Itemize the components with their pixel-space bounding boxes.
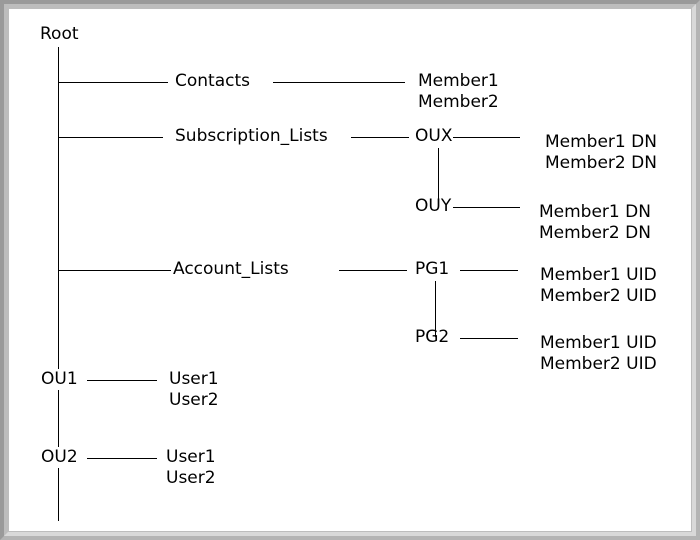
node-ou2: OU2	[38, 447, 81, 468]
node-ouy: OUY	[415, 196, 452, 216]
connector-pg2-to-members	[460, 338, 518, 339]
leaf-line-1: User1	[166, 447, 216, 467]
connector-pg1-to-members	[460, 270, 518, 271]
leaf-line-1: Member1 UID	[540, 265, 657, 285]
leaf-line-2: Member2	[418, 92, 499, 112]
node-pg2: PG2	[415, 327, 450, 347]
leaf-line-1: Member1 DN	[545, 132, 657, 152]
connector-account-lists-to-pg1	[339, 270, 407, 271]
leaf-line-2: User2	[169, 390, 219, 410]
leaf-ou2-users: User1 User2	[166, 447, 216, 489]
leaf-pg1-members: Member1 UID Member2 UID	[540, 265, 657, 307]
leaf-line-2: Member2 UID	[540, 354, 657, 374]
diagram-canvas: Root Contacts Member1 Member2 Subscripti…	[9, 9, 691, 531]
trunk-vertical-line	[58, 47, 59, 521]
leaf-line-2: Member2 DN	[545, 153, 657, 173]
connector-contacts-to-members	[273, 82, 405, 83]
leaf-line-2: Member2 UID	[540, 286, 657, 306]
node-account-lists: Account_Lists	[173, 259, 289, 279]
node-subscription-lists: Subscription_Lists	[175, 126, 328, 146]
node-pg1: PG1	[415, 259, 450, 279]
leaf-contacts-members: Member1 Member2	[418, 71, 499, 113]
connector-subscription-lists-to-oux	[351, 137, 409, 138]
node-oux: OUX	[415, 126, 453, 146]
connector-root-to-contacts	[58, 82, 168, 83]
leaf-ou1-users: User1 User2	[169, 369, 219, 411]
leaf-line-1: User1	[169, 369, 219, 389]
leaf-line-2: User2	[166, 468, 216, 488]
connector-ou1-to-users	[87, 380, 157, 381]
connector-oux-to-ouy	[438, 148, 439, 205]
node-contacts: Contacts	[175, 71, 250, 91]
node-root: Root	[40, 24, 79, 44]
leaf-line-2: Member2 DN	[539, 223, 651, 243]
connector-root-to-subscription-lists	[58, 137, 163, 138]
connector-root-to-account-lists	[58, 270, 171, 271]
leaf-line-1: Member1 DN	[539, 202, 651, 222]
connector-ou2-to-users	[87, 458, 157, 459]
leaf-ouy-members: Member1 DN Member2 DN	[539, 202, 651, 244]
connector-oux-to-members	[453, 137, 520, 138]
leaf-oux-members: Member1 DN Member2 DN	[545, 132, 657, 174]
node-ou1: OU1	[38, 369, 81, 390]
connector-pg1-to-pg2	[435, 281, 436, 337]
leaf-line-1: Member1 UID	[540, 333, 657, 353]
connector-ouy-to-members	[453, 207, 520, 208]
leaf-pg2-members: Member1 UID Member2 UID	[540, 333, 657, 375]
leaf-line-1: Member1	[418, 71, 499, 91]
